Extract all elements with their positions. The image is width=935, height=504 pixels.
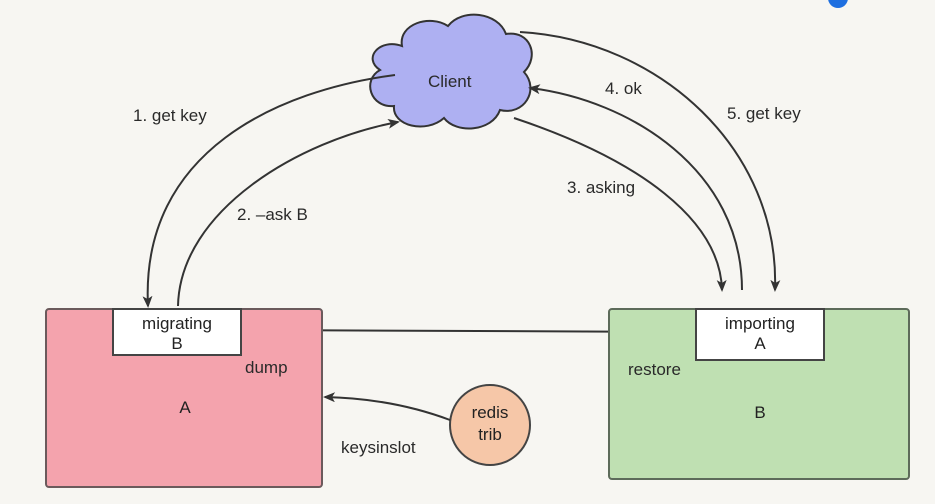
migrating-label: migrating: [142, 314, 212, 333]
redis-trib-label: redis trib: [460, 402, 520, 446]
edge-ok: [528, 84, 743, 291]
edge-label-asking: 3. asking: [567, 178, 636, 197]
redis-trib-line1: redis: [471, 403, 509, 422]
edge-label-keysinslot: keysinslot: [341, 438, 416, 457]
edge-get-key-5: [519, 31, 781, 292]
redis-trib-node-shape: [449, 384, 531, 466]
node-b-label: B: [754, 403, 766, 422]
edge-keysinslot: [323, 392, 451, 421]
client-label: Client: [428, 72, 472, 91]
edge-label-get-key: 1. get key: [133, 106, 207, 125]
client-cloud-shape: [369, 13, 533, 130]
migrating-box: migrating B: [112, 308, 242, 356]
corner-indicator: [828, 0, 848, 8]
edge-ask-b: [177, 118, 400, 307]
edge-label-ok: 4. ok: [605, 79, 642, 98]
edge-get-key: [142, 74, 396, 308]
edge-label-ask-b: 2. –ask B: [237, 205, 308, 224]
importing-source: A: [754, 334, 766, 353]
redis-trib-line2: trib: [478, 425, 502, 444]
edge-label-get-key-5: 5. get key: [727, 104, 801, 123]
importing-label: importing: [725, 314, 795, 333]
migrating-target: B: [171, 334, 183, 353]
importing-box: importing A: [695, 308, 825, 361]
node-a-label: A: [179, 398, 191, 417]
restore-label: restore: [628, 360, 681, 379]
edge-asking: [513, 117, 727, 292]
dump-label: dump: [245, 358, 288, 377]
